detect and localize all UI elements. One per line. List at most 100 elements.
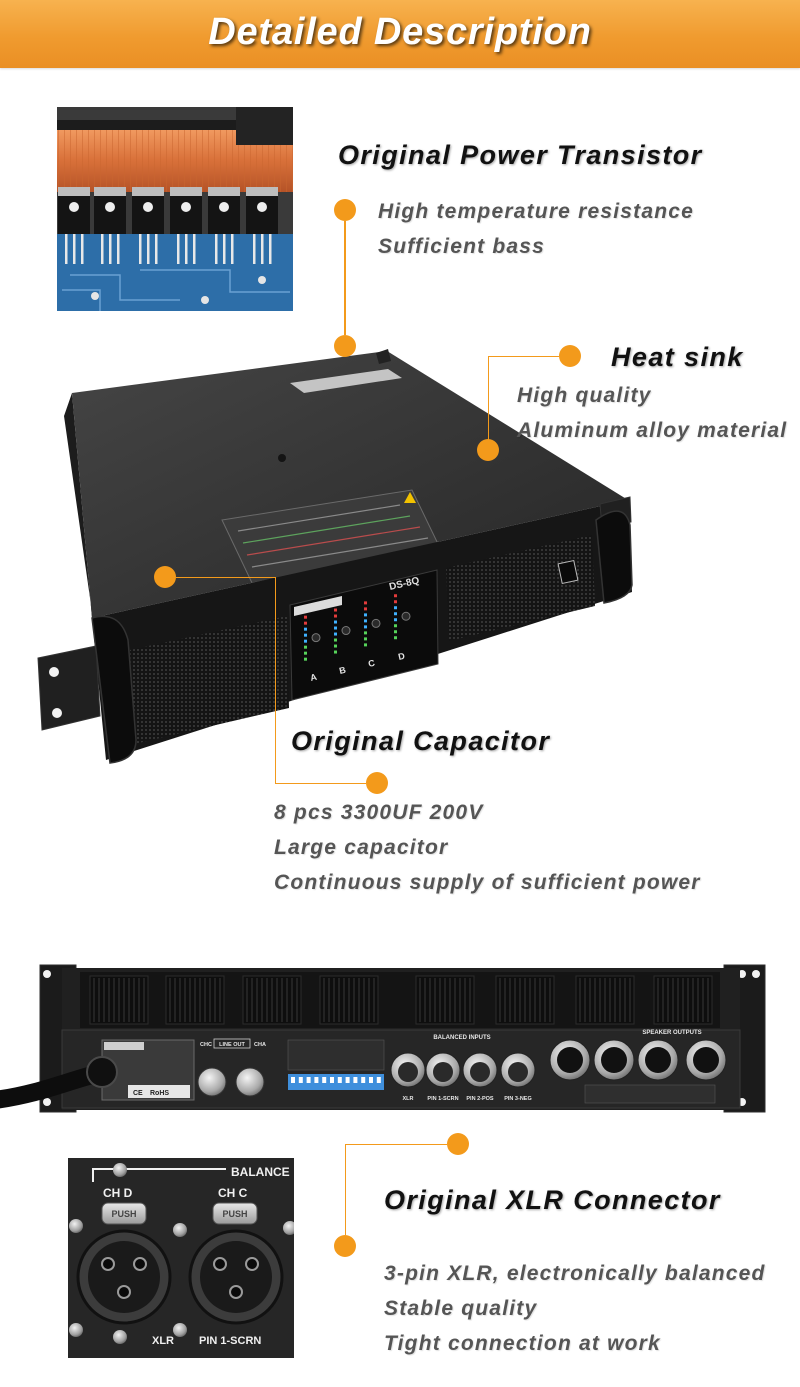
transistor-point-2: Sufficient bass bbox=[378, 235, 545, 258]
callout-dot-icon bbox=[154, 566, 176, 588]
dip-switch bbox=[322, 1077, 327, 1083]
transistor-pin bbox=[269, 234, 272, 264]
xlr-pin-hole bbox=[101, 1257, 115, 1271]
input-pin-label-xlr: XLR bbox=[403, 1096, 414, 1102]
meter-led bbox=[334, 638, 337, 642]
xlr-connector-closeup-photo: BALANCE CH D CH C PUSH PUSH XLR PIN 1-SC… bbox=[68, 1158, 294, 1358]
dip-switch bbox=[376, 1077, 381, 1083]
meter-led bbox=[394, 612, 397, 616]
line-out-xlr-a bbox=[235, 1067, 265, 1097]
callout-line bbox=[344, 221, 346, 335]
right-front-grille bbox=[446, 535, 595, 641]
speakon-core bbox=[645, 1047, 671, 1073]
transistor-pin bbox=[155, 234, 158, 264]
speakon-core bbox=[601, 1047, 627, 1073]
xlr-socket-core bbox=[470, 1062, 490, 1082]
left-rack-ear bbox=[37, 645, 101, 731]
mounting-bracket bbox=[236, 107, 293, 145]
meter-led bbox=[334, 650, 337, 654]
panel-screw bbox=[173, 1323, 187, 1337]
label-line bbox=[237, 504, 401, 532]
line-out-chc-label: CHC bbox=[200, 1042, 212, 1048]
transistor-body bbox=[170, 196, 202, 234]
brand-logo-badge bbox=[294, 596, 342, 616]
meter-led bbox=[304, 639, 307, 643]
balance-bracket bbox=[92, 1168, 226, 1182]
callout-dot-icon bbox=[334, 1235, 356, 1257]
xlr-point-3: Tight connection at work bbox=[384, 1332, 661, 1355]
transistor-mount-hole bbox=[69, 202, 79, 212]
xlr-pin-hole bbox=[133, 1257, 147, 1271]
transistor-pin bbox=[231, 234, 234, 264]
board-pad bbox=[201, 296, 209, 304]
amplifier-top-screw bbox=[278, 454, 286, 462]
xlr-pin-hole bbox=[229, 1285, 243, 1299]
panel-screw bbox=[69, 1219, 83, 1233]
dip-switches bbox=[291, 1077, 381, 1083]
section-title-capacitor: Original Capacitor bbox=[291, 726, 551, 756]
capacitor-point-1: 8 pcs 3300UF 200V bbox=[274, 801, 484, 824]
transistor-pin bbox=[223, 234, 226, 264]
capacitor-point-3: Continuous supply of sufficient power bbox=[274, 871, 701, 894]
rack-ear-hole bbox=[49, 667, 59, 677]
trace bbox=[62, 289, 101, 311]
callout-line bbox=[345, 1143, 447, 1145]
transistor-body bbox=[58, 196, 90, 234]
panel-screw bbox=[283, 1221, 294, 1235]
xlr-socket-c-face bbox=[200, 1241, 272, 1313]
board-pad bbox=[91, 292, 99, 300]
channel-meters bbox=[304, 594, 411, 661]
transistor-mount-hole bbox=[181, 202, 191, 212]
callout-line bbox=[275, 782, 366, 784]
meter-led bbox=[364, 613, 367, 617]
transistor-mount-hole bbox=[257, 202, 267, 212]
callout-line bbox=[344, 1144, 346, 1235]
serial-strip bbox=[104, 1042, 144, 1050]
xlr-socket-d-face bbox=[88, 1241, 160, 1313]
transistor-mount-hole bbox=[105, 202, 115, 212]
transistor-pin bbox=[73, 234, 76, 264]
power-inlet bbox=[86, 1056, 118, 1088]
amplifier-front-photo: DS-8Q A B C D bbox=[37, 349, 633, 764]
dip-switch bbox=[298, 1077, 303, 1083]
right-handle bbox=[595, 510, 633, 604]
meter-led bbox=[304, 627, 307, 631]
dip-switch bbox=[337, 1077, 342, 1083]
speakon-core bbox=[557, 1047, 583, 1073]
channel-label-d: D bbox=[397, 651, 406, 662]
line-out-cha-label: CHA bbox=[254, 1042, 266, 1048]
heat-sink-point-2: Aluminum alloy material bbox=[517, 419, 788, 442]
meter-led bbox=[394, 594, 397, 598]
channel-gain-knob bbox=[311, 633, 321, 643]
channel-label-c: C bbox=[367, 658, 376, 669]
channel-d-label: CH D bbox=[103, 1186, 133, 1200]
section-title-heat-sink: Heat sink bbox=[611, 342, 744, 372]
speaker-wiring-legend bbox=[584, 1084, 716, 1104]
rack-ear-hole bbox=[43, 970, 51, 978]
meter-led bbox=[304, 657, 307, 661]
transistor-pin bbox=[261, 234, 264, 264]
meter-led bbox=[304, 651, 307, 655]
trace bbox=[70, 274, 180, 301]
push-latch-c-label: PUSH bbox=[222, 1209, 247, 1219]
balanced-inputs-label: BALANCED INPUTS bbox=[433, 1035, 490, 1041]
meter-led bbox=[364, 619, 367, 623]
left-front-grille bbox=[130, 616, 289, 744]
meter-led bbox=[394, 624, 397, 628]
push-latch-c bbox=[212, 1202, 258, 1225]
transistor-body bbox=[94, 196, 126, 234]
dip-switch-bank bbox=[288, 1074, 384, 1090]
meter-led bbox=[334, 608, 337, 612]
meter-led bbox=[394, 600, 397, 604]
meter-led bbox=[304, 645, 307, 649]
heat-sink-point-1: High quality bbox=[517, 384, 652, 407]
ce-mark: CE bbox=[133, 1090, 143, 1097]
circuit-board-traces bbox=[62, 269, 290, 311]
amplifier-rear-panel-photo: CE RoHS LINE OUT CHC CHA BALANCED INPUTS… bbox=[0, 964, 766, 1113]
xlr-socket-core bbox=[433, 1062, 453, 1082]
callout-line bbox=[488, 355, 559, 357]
transistor-body bbox=[208, 196, 240, 234]
header-banner: Detailed Description bbox=[0, 0, 800, 68]
label-line bbox=[246, 526, 421, 556]
